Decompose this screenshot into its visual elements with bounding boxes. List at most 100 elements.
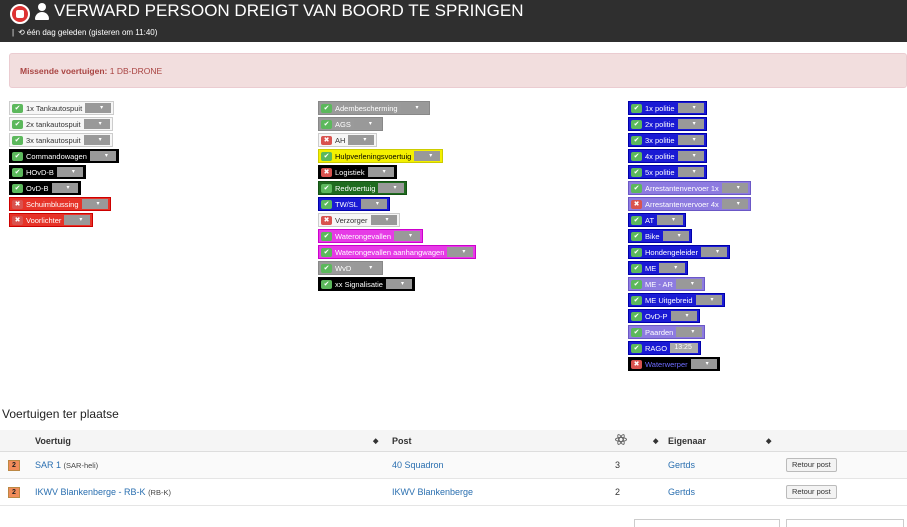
owner-link[interactable]: Gertds xyxy=(668,460,696,470)
header-post[interactable]: Post xyxy=(392,435,412,446)
vehicle-requirement: ✔Bike▾ xyxy=(628,229,692,243)
vehicle-requirement: ✔2x tankautospuit▾ xyxy=(9,117,113,131)
header-owner[interactable]: Eigenaar xyxy=(668,435,707,446)
dropdown-toggle[interactable]: ▾ xyxy=(385,279,412,289)
dropdown-toggle[interactable]: ▾ xyxy=(675,279,702,289)
vehicle-label: Voorlichter xyxy=(26,215,62,225)
dropdown-toggle[interactable]: ▾ xyxy=(690,359,717,369)
dropdown-toggle[interactable]: ▾ xyxy=(677,103,704,113)
vehicle-label: Arrestantenvervoer 4x xyxy=(645,199,719,209)
dropdown-toggle[interactable]: ▾ xyxy=(85,103,112,113)
vehicle-label: 1x Tankautospuit xyxy=(26,103,83,113)
vehicle-label: OvD-B xyxy=(26,183,49,193)
eta-badge[interactable]: 13:25 xyxy=(670,343,699,353)
dropdown-toggle[interactable]: ▾ xyxy=(677,151,704,161)
dropdown-toggle[interactable]: ▾ xyxy=(353,119,380,129)
dropdown-toggle[interactable]: ▾ xyxy=(394,231,421,241)
dropdown-toggle[interactable]: ▾ xyxy=(370,215,397,225)
alert-label: Missende voertuigen: xyxy=(20,66,108,76)
dropdown-toggle[interactable]: ▾ xyxy=(360,199,387,209)
check-icon: ✔ xyxy=(12,167,23,177)
mission-title: VERWARD PERSOON DREIGT VAN BOORD TE SPRI… xyxy=(54,1,524,20)
dropdown-toggle[interactable]: ▾ xyxy=(348,135,375,145)
dropdown-toggle[interactable]: ▾ xyxy=(657,215,684,225)
vehicle-requirement: ✖Voorlichter▾ xyxy=(9,213,94,227)
cross-icon: ✖ xyxy=(631,359,642,369)
dropdown-toggle[interactable]: ▾ xyxy=(400,103,427,113)
vehicle-label: ME Uitgebreid xyxy=(645,295,693,305)
vehicle-code: (RB-K) xyxy=(148,488,171,497)
vehicle-requirement: ✖Waterwerper▾ xyxy=(628,357,720,371)
dropdown-toggle[interactable]: ▾ xyxy=(354,263,381,273)
alert-value: 1 DB-DRONE xyxy=(109,66,163,76)
vehicle-requirement: ✔AGS▾ xyxy=(318,117,383,131)
vehicle-cell: IKWV Blankenberge - RB-K (RB-K) xyxy=(35,487,171,497)
vehicle-link[interactable]: IKWV Blankenberge - RB-K xyxy=(35,487,146,497)
fire-department-logo-icon xyxy=(10,4,30,24)
check-icon: ✔ xyxy=(321,247,332,257)
check-icon: ✔ xyxy=(12,103,23,113)
vehicle-link[interactable]: SAR 1 xyxy=(35,460,62,470)
vehicle-label: AT xyxy=(645,215,655,225)
dropdown-toggle[interactable]: ▾ xyxy=(447,247,474,257)
priority-badge: 2 xyxy=(8,486,20,498)
atom-icon xyxy=(615,432,627,448)
user-icon xyxy=(34,3,50,21)
vehicle-label: WvD xyxy=(335,263,352,273)
dropdown-toggle[interactable]: ▾ xyxy=(89,151,116,161)
check-icon: ✔ xyxy=(321,199,332,209)
vehicle-label: Paarden xyxy=(645,327,674,337)
footer-input[interactable] xyxy=(786,519,904,527)
vehicle-label: OvD-P xyxy=(645,311,668,321)
post-link[interactable]: IKWV Blankenberge xyxy=(392,487,474,497)
sort-icon[interactable]: ◆ xyxy=(653,437,659,445)
cross-icon: ✖ xyxy=(321,215,332,225)
dropdown-toggle[interactable]: ▾ xyxy=(659,263,686,273)
dropdown-toggle[interactable]: ▾ xyxy=(677,167,704,177)
vehicle-label: Waterwerper xyxy=(645,359,688,369)
return-post-button[interactable]: Retour post xyxy=(786,458,837,472)
dropdown-toggle[interactable]: ▾ xyxy=(721,183,748,193)
dropdown-toggle[interactable]: ▾ xyxy=(83,135,110,145)
check-icon: ✔ xyxy=(321,103,332,113)
sort-icon[interactable]: ◆ xyxy=(766,437,772,445)
dropdown-toggle[interactable]: ▾ xyxy=(367,167,394,177)
dropdown-toggle[interactable]: ▾ xyxy=(378,183,405,193)
dropdown-toggle[interactable]: ▾ xyxy=(676,327,703,337)
post-link[interactable]: 40 Squadron xyxy=(392,460,444,470)
dropdown-toggle[interactable]: ▾ xyxy=(695,295,722,305)
vehicle-requirement: ✔Hulpverleningsvoertuig▾ xyxy=(318,149,444,163)
vehicle-requirement: ✔Adembescherming▾ xyxy=(318,101,430,115)
sort-icon[interactable]: ◆ xyxy=(373,437,379,445)
dropdown-toggle[interactable]: ▾ xyxy=(700,247,727,257)
owner-link[interactable]: Gertds xyxy=(668,487,696,497)
return-post-button[interactable]: Retour post xyxy=(786,485,837,499)
dropdown-toggle[interactable]: ▾ xyxy=(81,199,108,209)
vehicle-requirement: ✔2x politie▾ xyxy=(628,117,707,131)
header-vehicle[interactable]: Voertuig xyxy=(35,435,71,446)
vehicle-label: 4x politie xyxy=(645,151,675,161)
vehicle-label: Bike xyxy=(645,231,660,241)
dropdown-toggle[interactable]: ▾ xyxy=(64,215,91,225)
vehicle-requirement: ✔WvD▾ xyxy=(318,261,384,275)
check-icon: ✔ xyxy=(12,119,23,129)
dropdown-toggle[interactable]: ▾ xyxy=(662,231,689,241)
dropdown-toggle[interactable]: ▾ xyxy=(721,199,748,209)
vehicle-column-support: ✔Adembescherming▾✔AGS▾✖AH▾✔Hulpverlening… xyxy=(318,101,477,293)
check-icon: ✔ xyxy=(631,151,642,161)
footer-input[interactable] xyxy=(634,519,780,527)
vehicle-requirement: ✔Paarden▾ xyxy=(628,325,706,339)
vehicle-label: Schuimblussing xyxy=(26,199,79,209)
dropdown-toggle[interactable]: ▾ xyxy=(670,311,697,321)
vehicle-label: 3x politie xyxy=(645,135,675,145)
dropdown-toggle[interactable]: ▾ xyxy=(56,167,83,177)
dropdown-toggle[interactable]: ▾ xyxy=(83,119,110,129)
vehicle-requirement: ✔OvD-B▾ xyxy=(9,181,81,195)
dropdown-toggle[interactable]: ▾ xyxy=(677,119,704,129)
check-icon: ✔ xyxy=(631,119,642,129)
dropdown-toggle[interactable]: ▾ xyxy=(414,151,441,161)
dropdown-toggle[interactable]: ▾ xyxy=(51,183,78,193)
vehicle-label: Adembescherming xyxy=(335,103,398,113)
onsite-title: Voertuigen ter plaatse xyxy=(2,407,119,421)
dropdown-toggle[interactable]: ▾ xyxy=(677,135,704,145)
